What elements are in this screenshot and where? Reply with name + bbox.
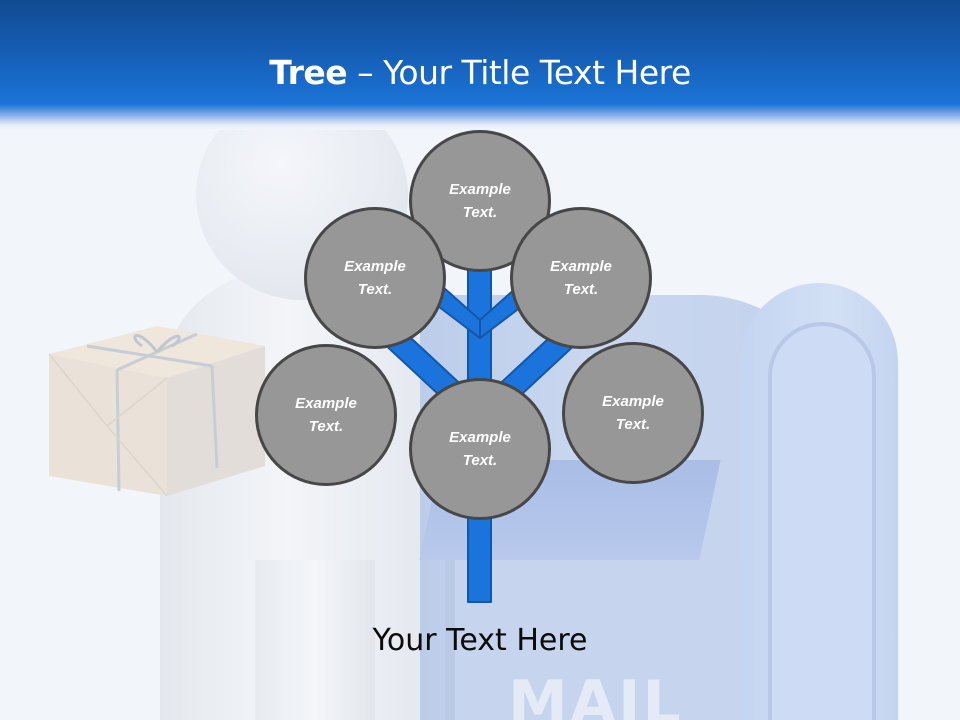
node-text-line2: Text. — [357, 281, 393, 298]
title-rest: – Your Title Text Here — [347, 53, 691, 92]
node-text-line2: Text. — [563, 281, 599, 298]
mailbox-label: MAIL — [508, 668, 683, 720]
node-text-line1: Example — [449, 181, 511, 198]
package-icon — [48, 326, 265, 496]
node-text-line2: Text. — [462, 452, 498, 469]
title-bold: Tree — [269, 53, 348, 92]
node-text-line1: Example — [449, 429, 511, 446]
tree-node-lower-left[interactable]: Example Text. — [255, 344, 397, 486]
tree-node-lower-right[interactable]: Example Text. — [562, 342, 704, 484]
node-text-line2: Text. — [308, 418, 344, 435]
node-text-line1: Example — [602, 393, 664, 410]
node-text-line2: Text. — [615, 416, 651, 433]
person-figure-leg — [255, 560, 375, 720]
node-text-line1: Example — [344, 258, 406, 275]
tree-node-center[interactable]: Example Text. — [409, 378, 551, 520]
tree-node-upper-left[interactable]: Example Text. — [304, 207, 446, 349]
tree-node-upper-right[interactable]: Example Text. — [510, 207, 652, 349]
footer-text-box[interactable]: Your Text Here — [372, 623, 588, 658]
node-text-line1: Example — [550, 258, 612, 275]
node-text-line2: Text. — [462, 204, 498, 221]
slide-title[interactable]: Tree – Your Title Text Here — [0, 53, 960, 92]
title-banner: Tree – Your Title Text Here — [0, 0, 960, 130]
mailbox-front — [445, 560, 745, 720]
node-text-line1: Example — [295, 395, 357, 412]
mailbox-door-inner — [768, 322, 876, 720]
